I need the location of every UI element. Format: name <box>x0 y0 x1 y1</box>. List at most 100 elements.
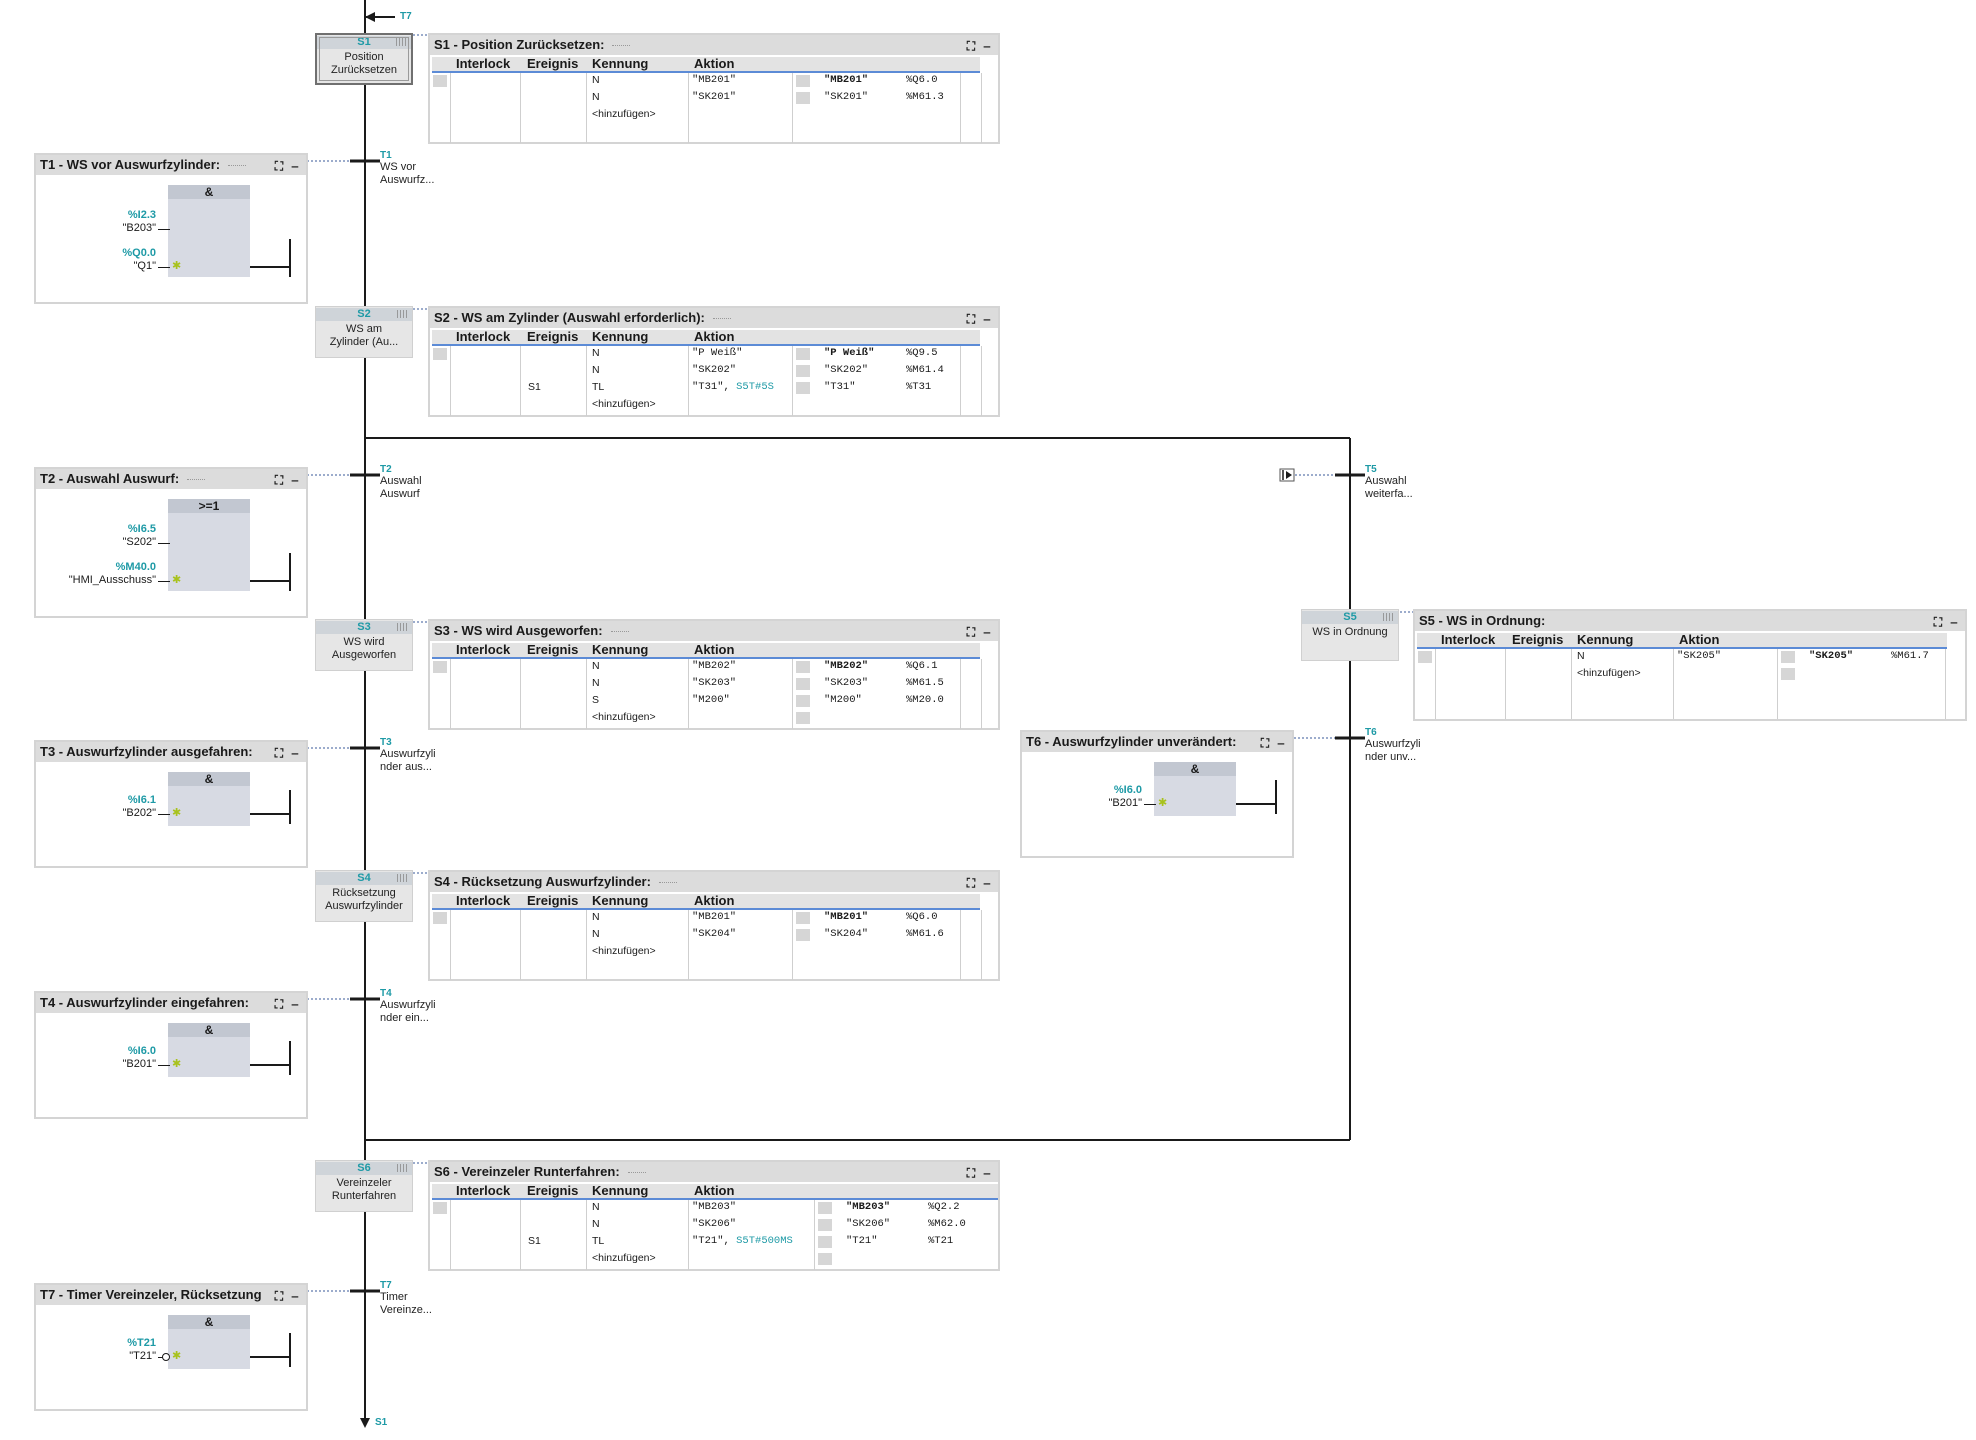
operand-name[interactable]: "B201" <box>122 1058 157 1070</box>
minimize-icon[interactable]: ‒ <box>291 746 299 760</box>
grip-icon[interactable] <box>397 310 408 318</box>
bottom-jump-marker[interactable]: S1 <box>375 1417 388 1428</box>
maximize-icon[interactable]: ⛶ <box>966 876 976 890</box>
add-action-row[interactable]: <hinzufügen> <box>592 1252 656 1264</box>
grip-icon[interactable] <box>397 623 408 631</box>
qualifier-cell[interactable]: N <box>592 1218 600 1230</box>
action-cell[interactable]: "MB202" <box>692 660 737 672</box>
maximize-icon[interactable]: ⛶ <box>274 473 284 487</box>
operand-address[interactable]: %I6.0 <box>127 1045 156 1057</box>
qualifier-cell[interactable]: S <box>592 694 600 706</box>
minimize-icon[interactable]: ‒ <box>983 39 991 53</box>
operand-address[interactable]: %I6.1 <box>127 794 156 806</box>
qualifier-cell[interactable]: TL <box>592 381 605 393</box>
and-block[interactable]: & <box>168 185 250 277</box>
add-action-row[interactable]: <hinzufügen> <box>592 108 656 120</box>
step-s5[interactable]: S5 WS in Ordnung <box>1301 609 1399 661</box>
minimize-icon[interactable]: ‒ <box>983 1166 991 1180</box>
qualifier-cell[interactable]: N <box>1577 650 1585 662</box>
minimize-icon[interactable]: ‒ <box>291 1289 299 1303</box>
maximize-icon[interactable]: ⛶ <box>274 997 284 1011</box>
minimize-icon[interactable]: ‒ <box>983 625 991 639</box>
action-panel-s4[interactable]: S4 - Rücksetzung Auswurfzylinder: ⛶‒ Int… <box>428 870 1000 981</box>
operand-name[interactable]: "B202" <box>122 807 157 819</box>
operand-name[interactable]: "B201" <box>1108 797 1143 809</box>
transition-panel-t6[interactable]: T6 - Auswurfzylinder unverändert: ⛶‒ & %… <box>1020 730 1294 858</box>
maximize-icon[interactable]: ⛶ <box>274 1289 284 1303</box>
minimize-icon[interactable]: ‒ <box>1277 736 1285 750</box>
action-cell[interactable]: "T31", S5T#5S <box>692 381 774 393</box>
and-block[interactable]: & <box>168 1023 250 1077</box>
action-cell[interactable]: "SK201" <box>692 91 737 103</box>
maximize-icon[interactable]: ⛶ <box>966 1166 976 1180</box>
action-cell[interactable]: "SK204" <box>692 928 737 940</box>
action-panel-s1[interactable]: S1 - Position Zurücksetzen: ⛶‒ Interlock… <box>428 33 1000 144</box>
qualifier-cell[interactable]: TL <box>592 1235 605 1247</box>
qualifier-cell[interactable]: N <box>592 911 600 923</box>
operand-address[interactable]: %T21 <box>127 1337 156 1349</box>
event-cell[interactable]: S1 <box>528 1235 541 1247</box>
maximize-icon[interactable]: ⛶ <box>274 746 284 760</box>
qualifier-cell[interactable]: N <box>592 91 600 103</box>
action-panel-s6[interactable]: S6 - Vereinzeler Runterfahren: ⛶‒ Interl… <box>428 1160 1000 1271</box>
action-cell[interactable]: "SK206" <box>692 1218 737 1230</box>
action-cell[interactable]: "M200" <box>692 694 730 706</box>
qualifier-cell[interactable]: N <box>592 928 600 940</box>
minimize-icon[interactable]: ‒ <box>983 876 991 890</box>
maximize-icon[interactable]: ⛶ <box>1260 736 1270 750</box>
minimize-icon[interactable]: ‒ <box>1950 615 1958 629</box>
qualifier-cell[interactable]: N <box>592 74 600 86</box>
maximize-icon[interactable]: ⛶ <box>966 39 976 53</box>
grip-icon[interactable] <box>397 1164 408 1172</box>
action-cell[interactable]: "P Weiß" <box>692 347 743 359</box>
add-action-row[interactable]: <hinzufügen> <box>592 711 656 723</box>
add-action-row[interactable]: <hinzufügen> <box>592 398 656 410</box>
and-block[interactable]: & <box>1154 762 1236 816</box>
action-panel-s2[interactable]: S2 - WS am Zylinder (Auswahl erforderlic… <box>428 306 1000 417</box>
operand-address[interactable]: %M40.0 <box>115 561 156 573</box>
action-cell[interactable]: "SK205" <box>1677 650 1722 662</box>
qualifier-cell[interactable]: N <box>592 364 600 376</box>
operand-address[interactable]: %Q0.0 <box>122 247 156 259</box>
qualifier-cell[interactable]: N <box>592 1201 600 1213</box>
minimize-icon[interactable]: ‒ <box>291 997 299 1011</box>
transition-panel-t1[interactable]: T1 - WS vor Auswurfzylinder: ⛶‒ & %I2.3 … <box>34 153 308 304</box>
maximize-icon[interactable]: ⛶ <box>966 625 976 639</box>
action-cell[interactable]: "MB203" <box>692 1201 737 1213</box>
top-jump-marker[interactable]: T7 <box>400 11 412 22</box>
action-cell[interactable]: "SK202" <box>692 364 737 376</box>
or-block[interactable]: >=1 <box>168 499 250 591</box>
action-cell[interactable]: "MB201" <box>692 911 737 923</box>
operand-address[interactable]: %I2.3 <box>127 209 156 221</box>
event-cell[interactable]: S1 <box>528 381 541 393</box>
operand-name[interactable]: "S202" <box>122 536 157 548</box>
operand-name[interactable]: "T21" <box>129 1350 156 1362</box>
maximize-icon[interactable]: ⛶ <box>274 159 284 173</box>
grip-icon[interactable] <box>1383 613 1394 621</box>
add-action-row[interactable]: <hinzufügen> <box>1577 667 1641 679</box>
qualifier-cell[interactable]: N <box>592 347 600 359</box>
minimize-icon[interactable]: ‒ <box>983 312 991 326</box>
operand-name[interactable]: "Q1" <box>133 260 156 272</box>
and-block[interactable]: & <box>168 1315 250 1369</box>
grip-icon[interactable] <box>396 38 407 46</box>
action-cell[interactable]: "MB201" <box>692 74 737 86</box>
grip-icon[interactable] <box>397 874 408 882</box>
maximize-icon[interactable]: ⛶ <box>966 312 976 326</box>
qualifier-cell[interactable]: N <box>592 660 600 672</box>
transition-panel-t3[interactable]: T3 - Auswurfzylinder ausgefahren: ⛶‒ & %… <box>34 740 308 868</box>
